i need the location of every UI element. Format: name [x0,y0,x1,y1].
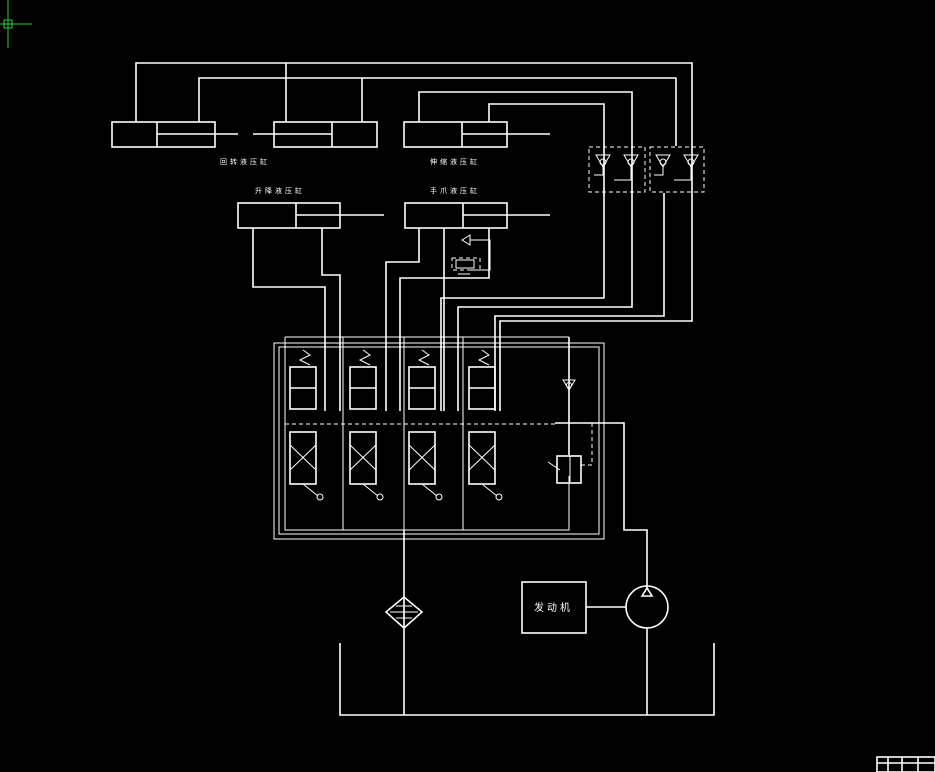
label-lift-cylinder: 升降液压缸 [255,186,305,195]
pipe-network-top [135,62,693,411]
label-rotation-cylinder: 回转液压缸 [220,157,270,166]
cylinder-gripper [404,202,550,229]
check-valve-block-2 [649,146,705,193]
cylinder-rotation [111,121,238,148]
directional-valve-4 [468,349,503,501]
oil-tank [339,643,715,716]
directional-valve-2 [349,349,384,501]
hydraulic-pump [625,585,669,715]
engine-label: 发动机 [534,601,573,614]
directional-valve-3 [408,349,443,501]
title-block-fragment [876,756,935,772]
valve-bank-outline [273,342,605,540]
directional-valve-1 [289,349,324,501]
pipe-network-middle [252,228,490,411]
label-gripper-cylinder: 手爪液压缸 [430,186,480,195]
system-relief-valve [547,379,593,484]
cad-crosshair-cursor [0,0,32,48]
engine-box [521,581,626,634]
valve-bank-internal-lines [284,336,648,588]
check-valve-block-1 [588,146,646,193]
cylinder-telescopic [403,121,550,148]
gripper-relief-valve [451,234,491,275]
cylinder-rotation-2 [253,121,378,148]
return-line-filter [384,530,424,715]
cylinder-lift [237,202,384,229]
label-telescopic-cylinder: 伸缩液压缸 [430,157,480,166]
